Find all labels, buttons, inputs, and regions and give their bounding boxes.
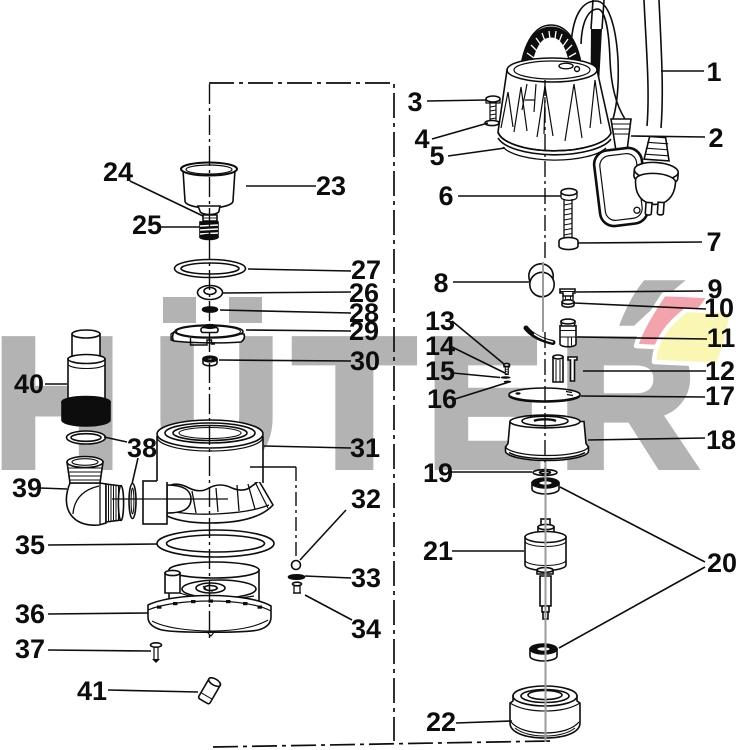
svg-text:28: 28 — [349, 298, 379, 328]
svg-text:34: 34 — [351, 614, 381, 644]
svg-text:9: 9 — [707, 274, 722, 304]
svg-text:7: 7 — [706, 227, 721, 257]
svg-text:22: 22 — [426, 707, 456, 737]
svg-text:27: 27 — [351, 255, 381, 285]
svg-text:16: 16 — [427, 384, 457, 414]
svg-text:40: 40 — [14, 369, 44, 399]
svg-text:8: 8 — [433, 268, 448, 298]
svg-text:20: 20 — [707, 548, 737, 578]
svg-text:30: 30 — [350, 346, 380, 376]
svg-text:2: 2 — [708, 123, 723, 153]
svg-text:37: 37 — [15, 634, 45, 664]
svg-text:36: 36 — [15, 599, 45, 629]
svg-text:4: 4 — [414, 124, 429, 154]
svg-text:41: 41 — [77, 676, 107, 706]
svg-text:11: 11 — [707, 323, 736, 353]
svg-text:29: 29 — [349, 316, 379, 346]
svg-text:25: 25 — [132, 210, 162, 240]
svg-text:13: 13 — [425, 306, 455, 336]
svg-text:3: 3 — [407, 87, 422, 117]
svg-text:39: 39 — [12, 473, 42, 503]
svg-text:19: 19 — [423, 458, 453, 488]
svg-text:23: 23 — [316, 171, 346, 201]
svg-text:35: 35 — [15, 530, 45, 560]
svg-text:5: 5 — [429, 141, 444, 171]
svg-text:E: E — [427, 303, 543, 505]
svg-text:31: 31 — [350, 433, 380, 463]
svg-text:15: 15 — [425, 356, 455, 386]
svg-text:17: 17 — [705, 381, 735, 411]
svg-text:38: 38 — [127, 433, 157, 463]
svg-text:33: 33 — [351, 563, 381, 593]
svg-text:18: 18 — [706, 425, 736, 455]
svg-text:32: 32 — [351, 484, 381, 514]
svg-text:12: 12 — [705, 356, 735, 386]
svg-text:14: 14 — [425, 331, 455, 361]
svg-text:10: 10 — [704, 293, 734, 323]
svg-text:26: 26 — [349, 278, 379, 308]
svg-text:24: 24 — [103, 157, 133, 187]
svg-text:21: 21 — [423, 536, 453, 566]
svg-text:6: 6 — [438, 181, 453, 211]
svg-text:1: 1 — [706, 57, 721, 87]
